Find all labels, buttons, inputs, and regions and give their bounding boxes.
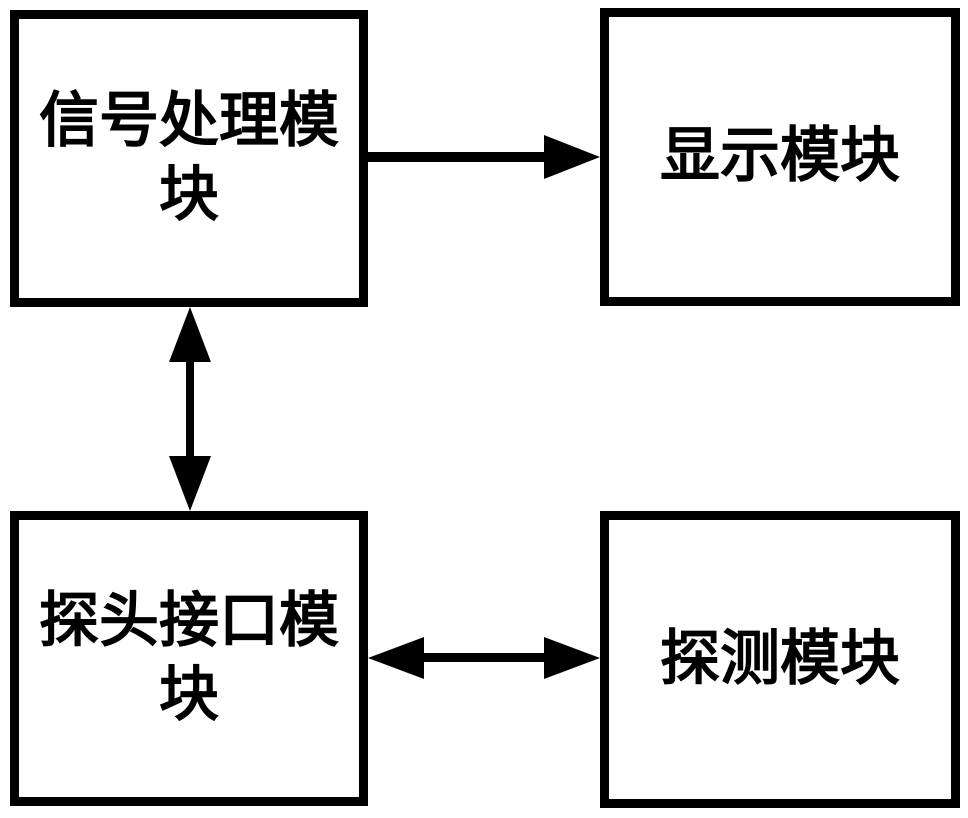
arrowhead-up	[169, 307, 211, 362]
arrow-shaft	[418, 653, 550, 662]
arrow-shaft	[368, 152, 550, 162]
node-detection-label: 探测模块	[660, 625, 900, 692]
arrow-signal-probe-bidirectional-icon	[169, 307, 211, 511]
node-signal-processing-label: 信号处理模块	[39, 88, 339, 228]
node-detection-module: 探测模块	[600, 511, 960, 808]
arrow-shaft	[186, 357, 194, 461]
arrowhead-right	[544, 637, 600, 679]
node-signal-processing-module: 信号处理模块	[10, 10, 368, 307]
arrow-probe-detection-bidirectional-icon	[368, 637, 600, 679]
arrowhead-right	[544, 135, 600, 179]
arrow-signal-to-display-icon	[368, 135, 600, 179]
arrowhead-left	[368, 637, 424, 679]
node-probe-interface-module: 探头接口模块	[10, 511, 368, 806]
node-display-label: 显示模块	[660, 123, 900, 190]
arrowhead-down	[169, 456, 211, 511]
node-probe-interface-label: 探头接口模块	[39, 588, 339, 728]
node-display-module: 显示模块	[600, 8, 960, 306]
